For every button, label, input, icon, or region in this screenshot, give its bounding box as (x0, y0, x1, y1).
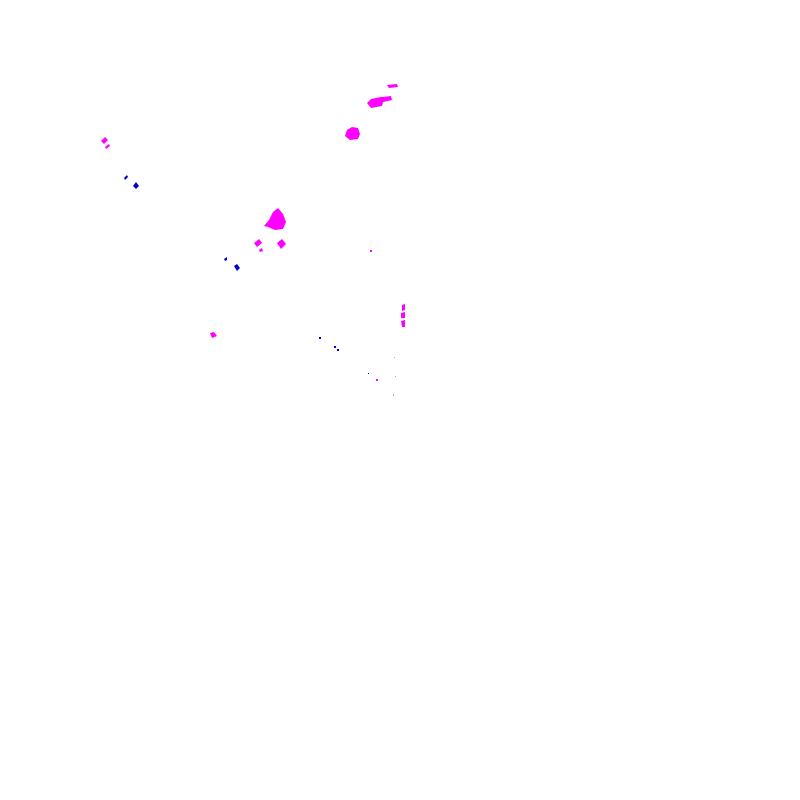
faint-dot (395, 376, 396, 377)
blue-patch (133, 182, 139, 189)
magenta-patch (259, 248, 263, 252)
magenta-patch (401, 312, 405, 318)
magenta-patch (101, 137, 108, 144)
magenta-regions (101, 84, 405, 381)
blue-dot (368, 373, 369, 374)
magenta-patch (254, 239, 262, 247)
blue-patch (124, 175, 128, 180)
blue-patch (224, 257, 227, 261)
magenta-patch (345, 127, 360, 140)
magenta-patch (367, 96, 392, 108)
magenta-patch (105, 144, 110, 149)
faint-dot (394, 357, 395, 358)
magenta-patch (402, 304, 405, 311)
magenta-dot (376, 379, 378, 381)
blue-dot (337, 349, 339, 351)
blue-dot (319, 337, 321, 339)
magenta-patch (277, 239, 286, 249)
blue-dot (334, 346, 336, 348)
magenta-patch (387, 84, 398, 88)
magenta-dot (370, 250, 372, 252)
blue-patch (234, 264, 240, 271)
blue-regions (124, 175, 369, 374)
magenta-patch (401, 320, 405, 327)
magenta-patch (264, 208, 286, 230)
faint-dot (393, 394, 394, 396)
magenta-patch (210, 332, 217, 338)
faint-marks (393, 357, 396, 396)
